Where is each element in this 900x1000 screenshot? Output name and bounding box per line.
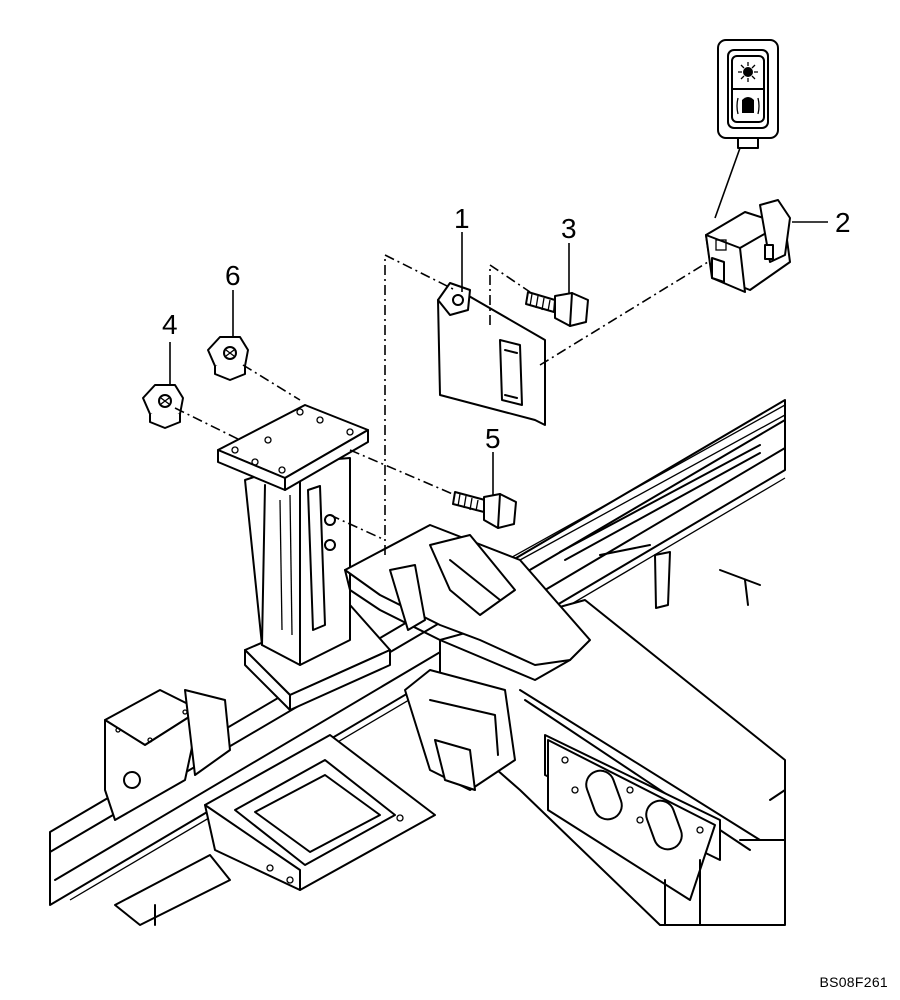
- rocker-switch-cap: [714, 39, 779, 219]
- part-3-bolt: [525, 291, 589, 327]
- callout-6: 6: [225, 260, 241, 291]
- drawing-code: BS08F261: [819, 974, 888, 990]
- callout-3: 3: [561, 213, 577, 244]
- part-1-switch-mounting-plate: [437, 282, 546, 426]
- support-tower: [217, 404, 391, 711]
- work-light-icon: [738, 62, 758, 82]
- part-2-rocker-switch-body: [705, 199, 791, 293]
- lower-cradle: [204, 734, 436, 891]
- callout-4: 4: [162, 309, 178, 340]
- callout-leaders: [169, 221, 828, 495]
- part-6-nut: [207, 336, 249, 381]
- assembly-lines: [174, 253, 709, 555]
- left-mount-pad: [104, 689, 231, 821]
- chassis-frame: [49, 399, 786, 926]
- hitch-bracket: [344, 524, 761, 681]
- part-4-nut: [142, 384, 184, 429]
- right-mount-plate: [544, 734, 721, 901]
- beacon-icon: [736, 97, 760, 115]
- callout-1: 1: [454, 203, 470, 234]
- part-5-bolt: [452, 491, 517, 529]
- callout-5: 5: [485, 423, 501, 454]
- callout-2: 2: [835, 207, 851, 238]
